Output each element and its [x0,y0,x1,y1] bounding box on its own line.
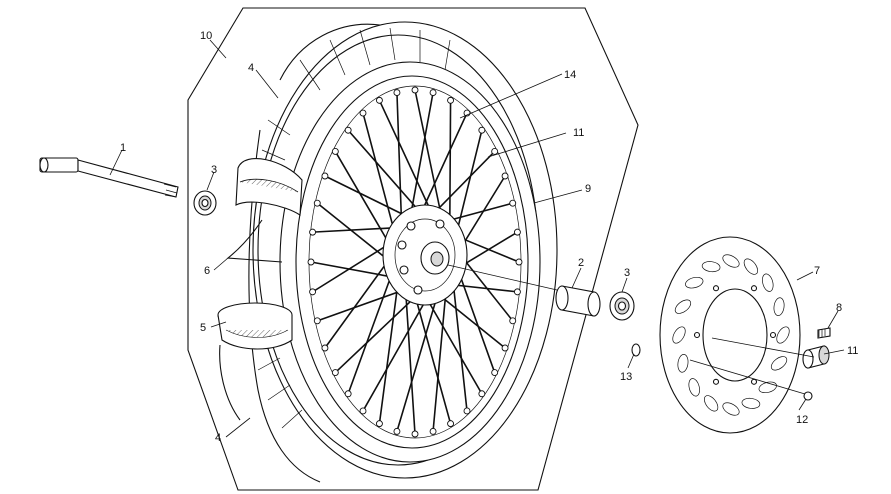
disc-vent-slot [722,254,740,268]
callout-14: 14 [564,69,576,81]
disc-vent-slot [770,356,788,371]
front-axle [39,157,179,198]
disc-bolt-hole [712,378,720,385]
spoke-nipple [344,390,352,398]
spoke [362,283,436,412]
disc-vent-slot [776,326,790,344]
spoke-nipple [309,288,317,296]
disc-vent-slot [703,395,719,412]
spoke [403,274,416,435]
brake-disc [659,236,801,434]
washer [803,391,813,401]
spoke-nipple [321,172,329,180]
assembly-boundary [187,7,639,491]
callout-11-right: 11 [847,345,858,357]
callout-10: 10 [200,30,212,42]
spoke-nipple [393,427,401,435]
spoke-nipple [509,199,517,207]
spoke-nipple [331,369,339,377]
spoke-nipple [515,258,523,266]
callout-3-left: 3 [211,164,217,176]
callout-8: 8 [836,302,842,314]
rim-tape [217,302,293,421]
hub [382,204,468,306]
spoke-nipple [321,344,329,352]
callout-9: 9 [585,183,591,195]
disc-bolt-hole [769,331,777,339]
callout-12: 12 [796,414,808,426]
disc-vent-slot [762,273,774,292]
callout-2: 2 [578,257,584,269]
disc-vent-slot [688,378,700,397]
disc-spacer [802,345,830,369]
callout-4-bottom: 4 [215,432,221,444]
spoke-nipple [309,228,317,236]
spoke-nipple [447,420,455,428]
spacer [555,285,601,317]
spoke-nipple [359,407,367,415]
spoke [396,278,444,433]
spoke-nipple [331,147,339,155]
callout-3-right: 3 [624,267,630,279]
callout-7: 7 [814,265,820,277]
disc-vent-slot [773,297,785,316]
disc-vent-slot [685,276,704,289]
spoke-nipple [313,317,321,325]
spoke-nipple [509,317,517,325]
callout-labels: 1 2 3 3 4 4 5 6 7 8 9 10 11 11 12 13 14 [120,30,858,444]
disc-vent-slot [743,258,759,275]
spoke-nipple [307,258,315,266]
spoke-nipple [429,427,437,435]
tube-rim-tape-sheet [226,158,303,263]
disc-vent-slot [674,299,692,314]
leader-lines [109,39,845,438]
disc-vent-slot [677,354,689,373]
disc-bolt-hole [750,285,758,292]
spoke-nipple [429,89,437,97]
bearing-left [193,190,217,216]
spoke-nipple [501,172,509,180]
spoke-nipple [491,369,499,377]
spoke-nipple [513,228,521,236]
spoke-nipple [513,288,521,296]
spoke-nipple [478,126,486,134]
callout-6: 6 [204,265,210,277]
disc-vent-slot [741,397,761,409]
disc-bolt-hole [693,331,701,339]
callout-11-left: 11 [573,127,584,139]
callout-5: 5 [200,322,206,334]
callout-4-top: 4 [248,62,254,74]
spoke-nipple [491,147,499,155]
spoke [410,281,452,425]
spoke-nipple [501,344,509,352]
spoke-nipple [447,96,455,104]
disc-bolt-hole [750,378,758,385]
spoke-nipple [344,126,352,134]
callout-1: 1 [120,142,126,154]
spoke-nipple [313,199,321,207]
spoke-nipple [393,89,401,97]
disc-vent-slot [722,402,740,416]
disc-bolt [817,327,831,339]
spoke-nipple [411,86,419,94]
disc-vent-slot [672,326,686,344]
bearing-right [609,291,635,321]
spoke-nipple [359,109,367,117]
callout-13: 13 [620,371,632,383]
spoke-nipple [463,407,471,415]
spoke-nipple [375,96,383,104]
spoke-nipple [478,390,486,398]
spoke-nipple [375,420,383,428]
disc-bolt-hole [712,285,720,292]
disc-vent-slot [701,261,721,273]
spoke-nipple [411,430,419,438]
circlip [631,343,641,357]
